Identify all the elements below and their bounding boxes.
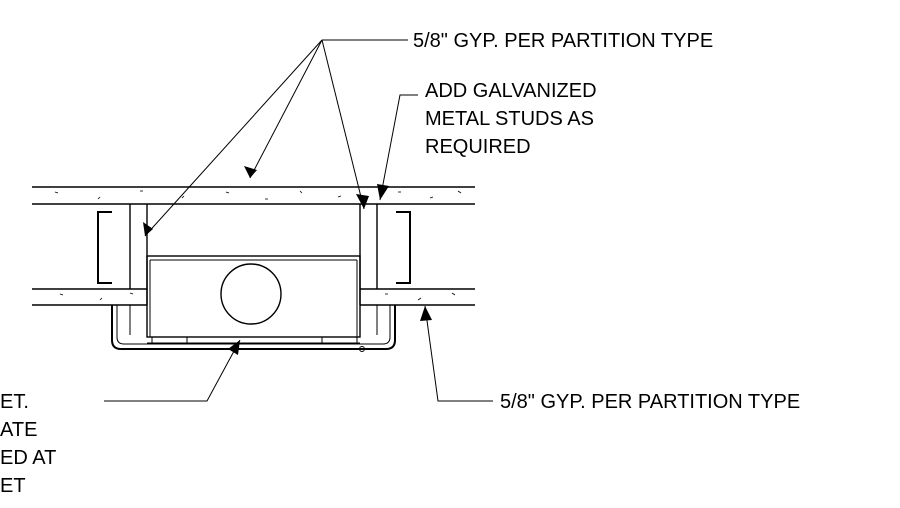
upper-gypsum-board <box>32 186 475 205</box>
note-metal-studs: ADD GALVANIZED METAL STUDS AS REQUIRED <box>425 80 597 158</box>
note-gyp-bottom: 5/8" GYP. PER PARTITION TYPE <box>500 391 800 413</box>
metal-studs <box>97 211 411 284</box>
lower-gypsum-board <box>32 288 475 306</box>
note-metal-studs-line1: ADD GALVANIZED <box>425 80 597 102</box>
recessed-cabinet <box>146 255 361 338</box>
note-bottom-left-line4: ET <box>0 475 26 497</box>
note-bottom-left-line2: ATE <box>0 419 37 441</box>
note-metal-studs-line3: REQUIRED <box>425 136 531 158</box>
note-bottom-left-line1: ET. <box>0 391 29 413</box>
note-metal-studs-line2: METAL STUDS AS <box>425 108 594 130</box>
leader-lines <box>104 39 493 402</box>
trim-frame <box>111 305 396 352</box>
note-bottom-left: ET. ATE ED AT ET <box>0 391 56 497</box>
gypsum-returns <box>129 204 378 305</box>
note-gyp-top: 5/8" GYP. PER PARTITION TYPE <box>413 30 713 52</box>
note-bottom-left-line3: ED AT <box>0 447 56 469</box>
